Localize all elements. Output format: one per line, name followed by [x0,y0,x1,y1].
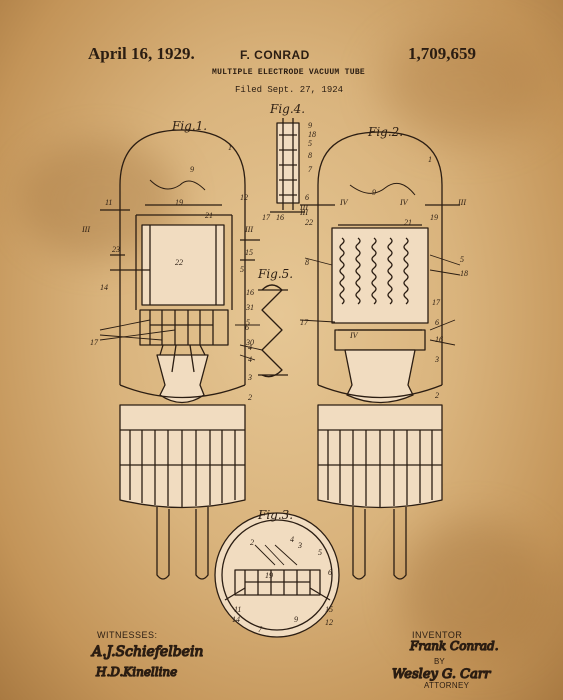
svg-text:19: 19 [265,571,273,580]
fig3-drawing [214,512,340,638]
svg-text:6: 6 [305,193,309,202]
svg-text:11: 11 [234,605,241,614]
svg-text:2: 2 [250,538,254,547]
svg-text:8: 8 [308,151,312,160]
svg-text:6: 6 [328,568,332,577]
witness-signature-2: H.D.Kinelline [95,665,177,679]
svg-text:21: 21 [404,218,412,227]
fig5-label: Fig.5. [257,267,293,281]
patent-title: MULTIPLE ELECTRODE VACUUM TUBE [212,68,366,77]
svg-text:17: 17 [432,298,441,307]
svg-text:9: 9 [372,188,376,197]
svg-text:4: 4 [290,535,294,544]
svg-text:III: III [299,203,308,212]
svg-text:5: 5 [318,548,322,557]
svg-text:14: 14 [100,283,108,292]
inventor-name: F. CONRAD [240,48,310,62]
svg-text:16: 16 [246,288,254,297]
svg-text:9: 9 [190,165,194,174]
svg-text:12: 12 [240,193,248,202]
fig3-label: Fig.3. [257,508,293,522]
svg-text:2: 2 [248,393,252,402]
svg-text:5: 5 [308,139,312,148]
svg-text:14: 14 [232,615,240,624]
svg-text:3: 3 [247,373,252,382]
fig4-label: Fig.4. [269,102,305,116]
svg-text:17: 17 [300,318,309,327]
svg-text:8: 8 [305,258,309,267]
witnesses-label: WITNESSES: [97,630,158,640]
svg-text:5: 5 [460,255,464,264]
svg-text:16: 16 [435,335,443,344]
svg-text:18: 18 [308,130,316,139]
svg-text:9: 9 [308,121,312,130]
svg-text:15: 15 [245,248,253,257]
svg-text:30: 30 [245,338,254,347]
svg-text:9: 9 [294,615,298,624]
svg-text:12: 12 [325,618,333,627]
attorney-label: ATTORNEY [424,681,470,690]
svg-text:6: 6 [245,323,249,332]
svg-text:IV: IV [349,331,359,340]
svg-text:21: 21 [205,211,213,220]
svg-text:IV: IV [399,198,409,207]
patent-date: April 16, 1929. [88,44,195,63]
fig4-drawing [270,118,305,213]
svg-text:1: 1 [228,143,232,152]
by-label: BY [434,657,445,666]
svg-text:19: 19 [175,198,183,207]
svg-text:7: 7 [308,165,313,174]
svg-text:1: 1 [428,155,432,164]
svg-text:19: 19 [430,213,438,222]
svg-text:7: 7 [258,625,263,634]
inventor-label: INVENTOR [412,630,463,640]
svg-text:17: 17 [262,213,271,222]
paper-stain [380,30,550,140]
attorney-signature: Wesley G. Carr [392,667,491,682]
svg-text:23: 23 [112,245,120,254]
svg-text:III: III [457,198,466,207]
svg-text:15: 15 [325,605,333,614]
svg-text:16: 16 [276,213,284,222]
svg-text:IV: IV [339,198,349,207]
svg-text:4: 4 [248,355,252,364]
svg-text:III: III [299,208,308,217]
fig5-drawing [258,284,288,378]
svg-text:3: 3 [434,355,439,364]
fig2-label: Fig.2. [367,125,403,139]
svg-text:11: 11 [105,198,112,207]
svg-text:2: 2 [435,391,439,400]
svg-text:3: 3 [297,541,302,550]
filed-date: Filed Sept. 27, 1924 [235,85,344,95]
svg-text:17: 17 [90,338,99,347]
svg-text:III: III [81,225,90,234]
patent-number: 1,709,659 [408,44,476,63]
inventor-signature: Frank Conrad. [409,639,499,653]
fig2-tube-drawing [300,131,460,580]
fig1-label: Fig.1. [171,119,207,133]
svg-text:18: 18 [460,269,468,278]
svg-text:III: III [244,225,253,234]
svg-text:22: 22 [305,218,313,227]
svg-text:5: 5 [246,318,250,327]
paper-stain [400,520,550,660]
witness-signature-1: A.J.Schiefelbein [90,644,203,660]
svg-text:6: 6 [435,318,439,327]
svg-text:22: 22 [175,258,183,267]
fig1-tube-drawing [100,129,260,580]
svg-text:31: 31 [245,303,254,312]
svg-text:4: 4 [248,343,252,352]
leader-lines [99,254,461,566]
svg-text:5: 5 [240,265,244,274]
